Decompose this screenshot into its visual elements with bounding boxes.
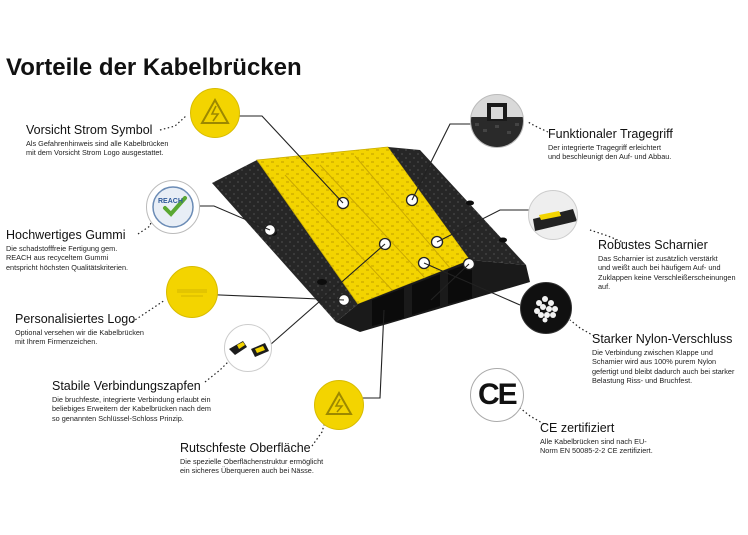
back-ramp (388, 147, 526, 265)
feature-strom: Vorsicht Strom Symbol Als Gefahrenhinwei… (26, 123, 168, 158)
feature-title: Rutschfeste Oberfläche (180, 441, 311, 455)
feature-title: Robustes Scharnier (598, 238, 708, 252)
feature-text: Die schadstofffreie Fertigung gem.REACH … (6, 244, 129, 272)
scharnier-detail-circle (528, 190, 578, 240)
ce-detail-circle: CE (470, 368, 524, 422)
feature-title: Personalisiertes Logo (15, 312, 136, 326)
feature-zapfen: Stabile Verbindungszapfen Die bruchfeste… (52, 379, 211, 423)
feature-title: Stabile Verbindungszapfen (52, 379, 201, 393)
nylon-detail-circle (520, 282, 572, 334)
strom-detail-circle (190, 88, 240, 138)
feature-nylon: Starker Nylon-Verschluss Die Verbindung … (592, 332, 734, 385)
zapfen-detail-circle (224, 324, 272, 372)
feature-scharnier: Robustes Scharnier Das Scharnier ist zus… (598, 238, 736, 291)
feature-gummi: Hochwertiges Gummi Die schadstofffreie F… (6, 228, 128, 272)
cable-bridge (212, 146, 530, 332)
warning-triangle-icon (200, 97, 230, 124)
feature-text: Alle Kabelbrücken sind nach EU-Norm EN 5… (540, 437, 653, 456)
feature-text: Die bruchfeste, integrierte Verbindung e… (52, 395, 212, 423)
feature-title: Starker Nylon-Verschluss (592, 332, 733, 346)
feature-title: Hochwertiges Gummi (6, 228, 126, 242)
rutsch-detail-circle (314, 380, 364, 430)
ce-mark-icon: CE (478, 378, 518, 411)
reach-detail-circle: REACH (146, 180, 200, 234)
reach-label: REACH (158, 198, 183, 205)
reach-check-icon (152, 186, 194, 228)
feature-rutsch: Rutschfeste Oberfläche Die spezielle Obe… (180, 441, 323, 476)
feature-griff: Funktionaler Tragegriff Der integrierte … (548, 127, 673, 162)
griff-detail-circle (470, 94, 524, 148)
feature-title: Vorsicht Strom Symbol (26, 123, 153, 137)
feature-logo: Personalisiertes Logo Optional versehen … (15, 312, 144, 347)
feature-title: CE zertifiziert (540, 421, 615, 435)
dotted-leaders (131, 115, 626, 447)
logo-detail-circle (166, 266, 218, 318)
connector-lines (195, 115, 530, 399)
feature-text: Die spezielle Oberflächenstruktur ermögl… (180, 457, 324, 476)
page-title: Vorteile der Kabelbrücken (6, 54, 302, 81)
feature-title: Funktionaler Tragegriff (548, 127, 673, 141)
feature-text: Als Gefahrenhinweis sind alle Kabelbrück… (26, 139, 169, 158)
warning-triangle-icon (325, 390, 353, 415)
feature-ce: CE zertifiziert Alle Kabelbrücken sind n… (540, 421, 653, 456)
